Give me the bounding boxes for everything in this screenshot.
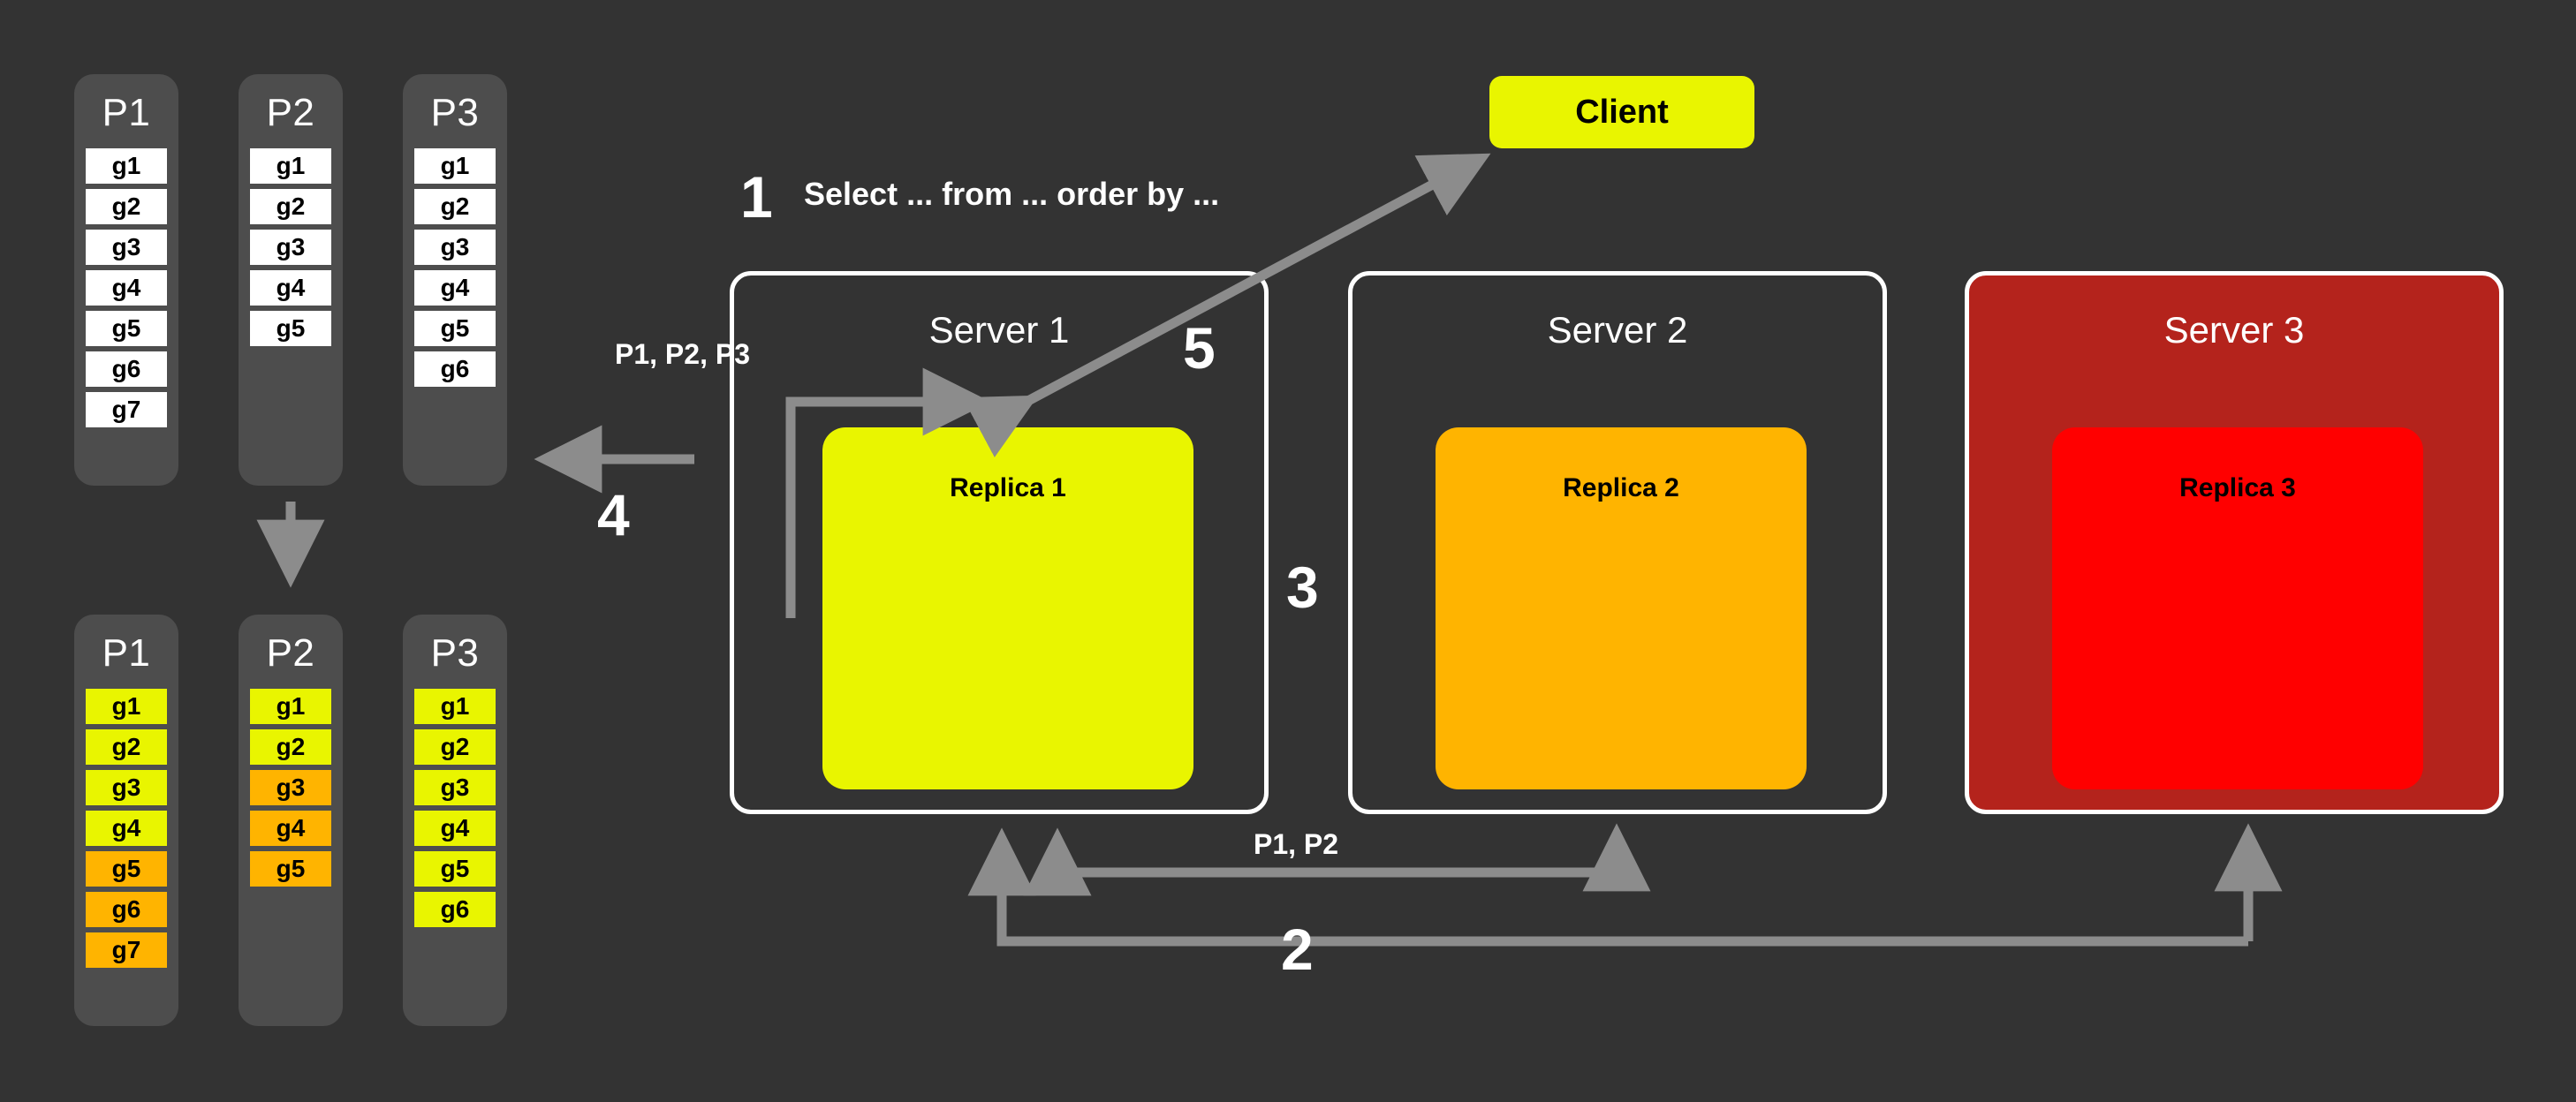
partition-title: P3: [430, 91, 480, 134]
step-label-5: 5: [1183, 315, 1216, 381]
partition-cell: g5: [86, 851, 167, 887]
partition-title: P2: [266, 91, 315, 134]
partition-cell: g1: [414, 689, 496, 724]
partition-cell: g6: [414, 892, 496, 927]
partition-cell: g7: [86, 932, 167, 968]
server-box-3[interactable]: Server 3 Replica 3: [1965, 271, 2504, 814]
partition-cell: g5: [250, 311, 331, 346]
partition-cell: g4: [414, 270, 496, 306]
replica-box-2[interactable]: Replica 2: [1436, 427, 1807, 789]
partition-cell: g6: [414, 351, 496, 387]
partition-cells: g1 g2 g3 g4 g5 g6: [403, 689, 507, 927]
partition-cell: g1: [250, 148, 331, 184]
arrow-step2-server3-to-server1: [967, 827, 2248, 947]
replica-label: Replica 3: [2179, 473, 2296, 502]
partition-title: P3: [430, 631, 480, 675]
partition-cell: g1: [86, 148, 167, 184]
partition-cells: g1 g2 g3 g4 g5 g6 g7: [74, 689, 178, 968]
client-box[interactable]: Client: [1489, 76, 1754, 148]
step-label-2: 2: [1281, 917, 1314, 982]
partition-cell: g3: [414, 770, 496, 805]
partition-cell: g1: [250, 689, 331, 724]
server-title: Server 3: [2163, 309, 2305, 351]
server-title: Server 2: [1547, 309, 1688, 351]
partition-cell: g2: [86, 729, 167, 765]
partition-before-p2: P2 g1 g2 g3 g4 g5: [239, 74, 343, 486]
keys-left-label: P1, P2, P3: [615, 338, 750, 370]
partition-cells: g1 g2 g3 g4 g5 g6 g7: [74, 148, 178, 427]
partition-cell: g1: [86, 689, 167, 724]
partition-cell: g2: [250, 729, 331, 765]
partition-cell: g1: [414, 148, 496, 184]
partition-cell: g4: [414, 811, 496, 846]
server-box-2[interactable]: Server 2 Replica 2: [1348, 271, 1887, 814]
partition-cells: g1 g2 g3 g4 g5: [239, 689, 343, 887]
replica-box-3[interactable]: Replica 3: [2052, 427, 2423, 789]
partition-cell: g5: [250, 851, 331, 887]
query-label: Select ... from ... order by ...: [804, 176, 1220, 212]
partition-cell: g3: [414, 230, 496, 265]
partition-cells: g1 g2 g3 g4 g5: [239, 148, 343, 346]
partition-cell: g3: [250, 230, 331, 265]
partition-cell: g4: [86, 270, 167, 306]
client-label: Client: [1575, 93, 1669, 131]
partition-cell: g2: [414, 189, 496, 224]
partition-cell: g5: [414, 851, 496, 887]
partition-cell: g3: [250, 770, 331, 805]
partition-after-p3: P3 g1 g2 g3 g4 g5 g6: [403, 615, 507, 1026]
partition-title: P2: [266, 631, 315, 675]
step-label-1: 1: [740, 164, 773, 230]
replica-box-1[interactable]: Replica 1: [822, 427, 1193, 789]
partition-cell: g3: [86, 770, 167, 805]
partition-cell: g2: [414, 729, 496, 765]
replica-label: Replica 2: [1563, 473, 1679, 502]
partition-title: P1: [102, 631, 151, 675]
partition-cell: g3: [86, 230, 167, 265]
step-label-3: 3: [1286, 555, 1319, 620]
partition-cell: g5: [86, 311, 167, 346]
partition-cell: g2: [86, 189, 167, 224]
partition-before-p1: P1 g1 g2 g3 g4 g5 g6 g7: [74, 74, 178, 486]
partition-after-p2: P2 g1 g2 g3 g4 g5: [239, 615, 343, 1026]
partition-before-p3: P3 g1 g2 g3 g4 g5 g6: [403, 74, 507, 486]
keys-bottom-label: P1, P2: [1254, 828, 1339, 860]
partition-cells: g1 g2 g3 g4 g5 g6: [403, 148, 507, 387]
partition-cell: g7: [86, 392, 167, 427]
partition-cell: g6: [86, 351, 167, 387]
partition-cell: g6: [86, 892, 167, 927]
replica-label: Replica 1: [950, 473, 1066, 502]
partition-cell: g2: [250, 189, 331, 224]
partition-after-p1: P1 g1 g2 g3 g4 g5 g6 g7: [74, 615, 178, 1026]
partition-cell: g4: [250, 270, 331, 306]
partition-title: P1: [102, 91, 151, 134]
partition-cell: g4: [86, 811, 167, 846]
partition-cell: g5: [414, 311, 496, 346]
partition-cell: g4: [250, 811, 331, 846]
step-label-4: 4: [597, 482, 630, 547]
